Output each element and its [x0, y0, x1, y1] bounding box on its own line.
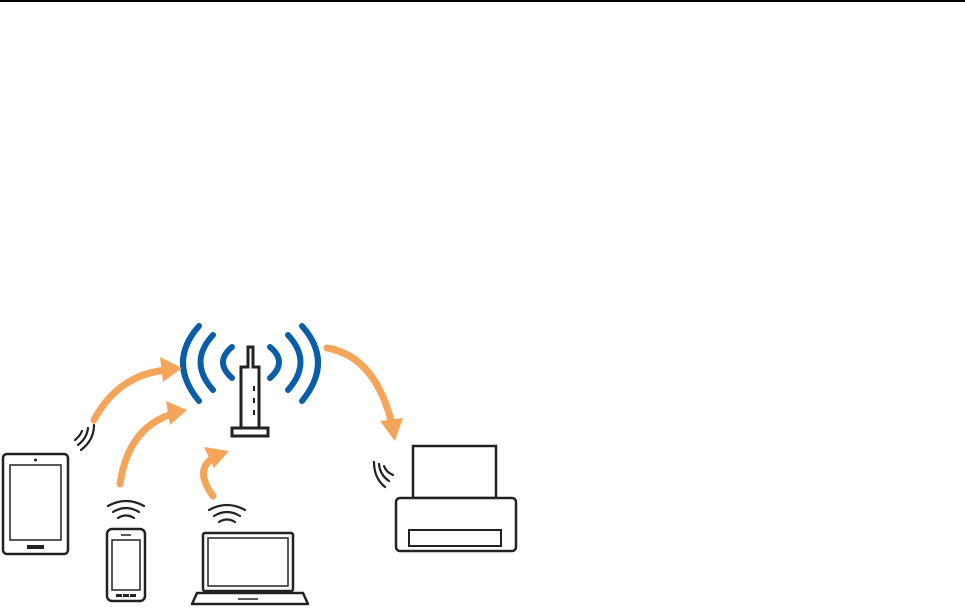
wifi-signal-icon — [374, 462, 393, 487]
radio-wave-right-outer — [302, 326, 318, 401]
smartphone-button — [123, 594, 129, 597]
radio-wave-right-inner — [270, 347, 279, 378]
router-body — [241, 347, 259, 428]
wifi-signal-icon — [75, 425, 94, 450]
arrow-smartphone-to-access-point — [120, 401, 187, 484]
radio-wave-right-middle — [288, 335, 301, 390]
laptop-lid — [203, 533, 293, 591]
wifi-signal-icon — [209, 505, 245, 522]
radio-waves-icon — [183, 326, 318, 401]
radio-wave-left-inner — [223, 347, 232, 378]
tablet-home-button — [27, 545, 44, 549]
tablet-camera — [34, 459, 37, 462]
smartphone-button — [116, 594, 122, 597]
smartphone-icon — [107, 529, 145, 601]
radio-wave-left-middle — [201, 335, 214, 390]
wifi-signal-icon — [108, 501, 144, 518]
smartphone-button — [130, 594, 136, 597]
laptop-icon — [192, 533, 308, 604]
arrow-laptop-to-access-point — [204, 447, 230, 496]
router-base — [232, 428, 268, 436]
tablet-frame — [3, 454, 68, 554]
printer-paper-tray — [413, 446, 496, 498]
connection-arrows — [94, 348, 403, 496]
printer-icon — [396, 446, 516, 551]
arrow-access-point-to-printer — [327, 348, 403, 441]
radio-wave-left-outer — [183, 326, 199, 401]
printer-body — [396, 498, 516, 551]
tablet-icon — [3, 454, 68, 554]
wireless-router-icon — [232, 347, 268, 436]
